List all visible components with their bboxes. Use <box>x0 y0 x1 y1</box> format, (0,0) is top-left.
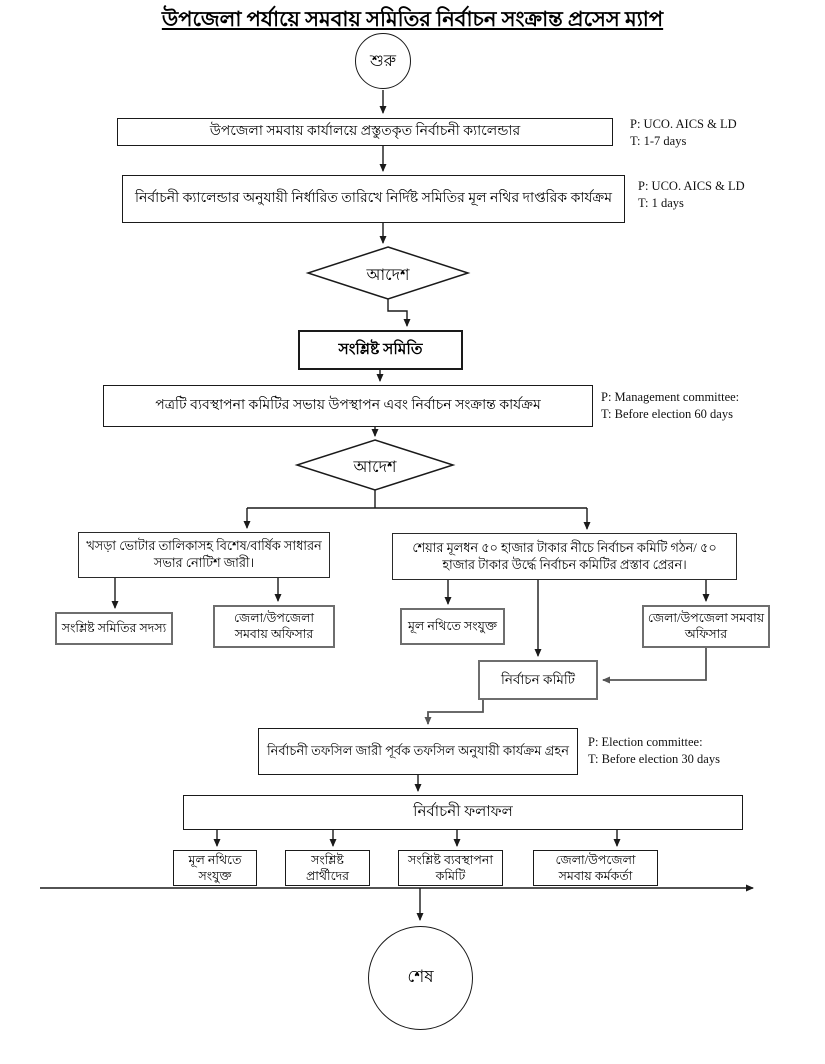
note-calendar: P: UCO. AICS & LD T: 1-7 days <box>630 116 820 150</box>
process-schedule-box: নির্বাচনী তফসিল জারী পূর্বক তফসিল অনুযায… <box>258 728 578 775</box>
end-terminal: শেষ <box>368 926 473 1030</box>
process-calendar-box: উপজেলা সমবায় কার্যালয়ে প্রস্তুতকৃত নির… <box>117 118 613 146</box>
result-mgmt-committee-box: সংশ্লিষ্ট ব্যবস্থাপনা কমিটি <box>398 850 503 886</box>
process-notice-box: খসড়া ভোটার তালিকাসহ বিশেষ/বার্ষিক সাধার… <box>78 532 330 578</box>
process-present-letter-box: পত্রটি ব্যবস্থাপনা কমিটির সভায় উপস্থাপন… <box>103 385 593 427</box>
society-box: সংশ্লিষ্ট সমিতি <box>298 330 463 370</box>
process-share-capital-box: শেয়ার মূলধন ৫০ হাজার টাকার নীচে নির্বাচ… <box>392 533 737 580</box>
note-schedule-time: T: Before election 30 days <box>588 751 720 766</box>
note-present-letter-performer: P: Management committee: <box>601 390 740 404</box>
note-schedule: P: Election committee: T: Before electio… <box>588 734 803 768</box>
note-official-activity-performer: P: UCO. AICS & LD <box>638 179 745 193</box>
note-official-activity: P: UCO. AICS & LD T: 1 days <box>638 178 823 212</box>
start-terminal: শুরু <box>355 33 411 89</box>
entity-coop-officer-right-box: জেলা/উপজেলা সমবায় অফিসার <box>642 605 770 648</box>
result-candidates-box: সংশ্লিষ্ট প্রার্থীদের <box>285 850 370 886</box>
result-main-file-box: মূল নথিতে সংযুক্ত <box>173 850 257 886</box>
decision-order-2-label: আদেশ <box>353 459 397 476</box>
results-box: নির্বাচনী ফলাফল <box>183 795 743 830</box>
note-official-activity-time: T: 1 days <box>638 195 684 210</box>
election-committee-box: নির্বাচন কমিটি <box>478 660 598 700</box>
process-official-activity-box: নির্বাচনী ক্যালেন্ডার অনুযায়ী নির্ধারিত… <box>122 175 625 223</box>
note-present-letter-time: T: Before election 60 days <box>601 406 733 421</box>
result-coop-officer-box: জেলা/উপজেলা সমবায় কর্মকর্তা <box>533 850 658 886</box>
decision-order-1-label: আদেশ <box>366 267 410 284</box>
entity-attach-main-file-box: মূল নথিতে সংযুক্ত <box>400 608 505 645</box>
note-calendar-time: T: 1-7 days <box>630 133 687 148</box>
note-schedule-performer: P: Election committee: <box>588 735 703 749</box>
note-present-letter: P: Management committee: T: Before elect… <box>601 389 816 423</box>
page-title: উপজেলা পর্যায়ে সমবায় সমিতির নির্বাচন স… <box>161 7 664 31</box>
entity-coop-officer-left-box: জেলা/উপজেলা সমবায় অফিসার <box>213 605 335 648</box>
entity-society-member-box: সংশ্লিষ্ট সমিতির সদস্য <box>55 612 173 645</box>
note-calendar-performer: P: UCO. AICS & LD <box>630 117 737 131</box>
